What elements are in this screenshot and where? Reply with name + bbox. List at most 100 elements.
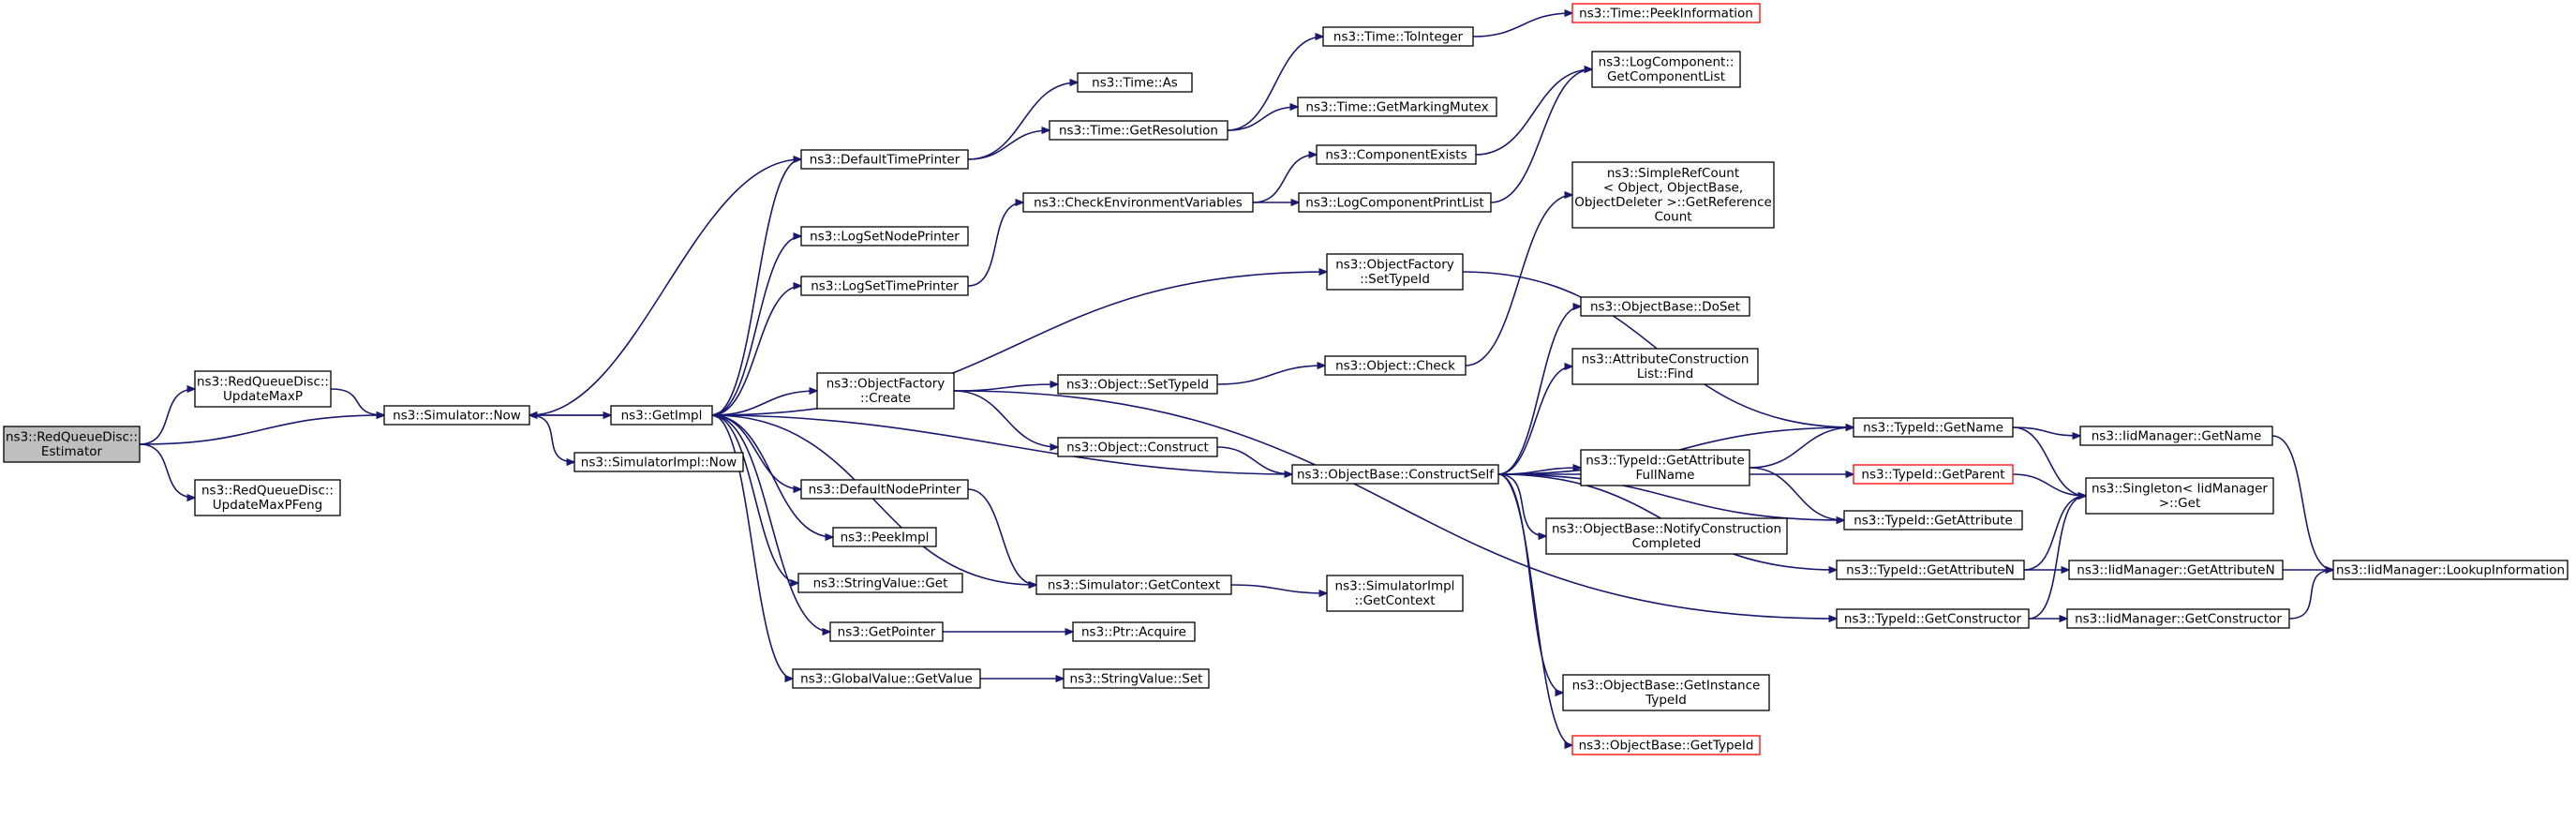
node-typeIdGetAttribute[interactable]: ns3::TypeId::GetAttribute (1843, 510, 2023, 531)
node-box (1291, 464, 1499, 485)
node-iidMgrGetConstructor[interactable]: ns3::IidManager::GetConstructor (2066, 608, 2290, 629)
call-edge-objFactoryCreate-to-objectSetTypeId (953, 384, 1058, 392)
node-label: ns3::StringValue::Get (813, 575, 948, 590)
call-edge-getImpl-to-getPointer (711, 414, 830, 632)
node-componentExists[interactable]: ns3::ComponentExists (1316, 144, 1477, 165)
node-getImpl[interactable]: ns3::GetImpl (610, 405, 713, 426)
node-timePeekInformation[interactable]: ns3::Time::PeekInformation (1571, 3, 1761, 23)
node-simGetContext[interactable]: ns3::Simulator::GetContext (1035, 575, 1232, 595)
node-box (800, 226, 969, 247)
node-objFactorySetTypeId[interactable]: ns3::ObjectFactory::SetTypeId (1326, 253, 1464, 291)
node-logSetTimePrinter[interactable]: ns3::LogSetTimePrinter (800, 276, 969, 296)
node-singletonGet[interactable]: ns3::Singleton< IidManager>::Get (2085, 477, 2274, 515)
node-box (1562, 674, 1770, 711)
node-estimator[interactable]: ns3::RedQueueDisc::Estimator (3, 426, 141, 463)
node-label: ns3::DefaultNodePrinter (809, 482, 961, 497)
node-label: ns3::LogComponentPrintList (1305, 195, 1483, 210)
node-box (1853, 417, 2014, 438)
node-typeIdGetName[interactable]: ns3::TypeId::GetName (1853, 417, 2014, 438)
call-edge-typeIdGetAttributeN-to-singletonGet (2023, 496, 2086, 571)
node-iidMgrLookupInformation[interactable]: ns3::IidManager::LookupInformation (2332, 560, 2569, 580)
call-edges (139, 13, 2333, 745)
call-edge-objectSetTypeId-to-objectCheck (1216, 366, 1325, 385)
call-edge-objectConstruct-to-objBaseConstructSelf (1216, 446, 1292, 474)
node-box (800, 276, 969, 296)
node-timeGetMarkingMutex[interactable]: ns3::Time::GetMarkingMutex (1297, 97, 1497, 117)
node-box (1571, 348, 1759, 385)
call-edge-objFactoryCreate-to-typeIdGetConstructor (953, 390, 1837, 619)
node-label: ns3::ObjectBase::GetInstance (1572, 679, 1761, 694)
node-simpleRefCount[interactable]: ns3::SimpleRefCount< Object, ObjectBase,… (1571, 161, 1775, 229)
node-iidMgrGetAttributeN[interactable]: ns3::IidManager::GetAttributeN (2068, 560, 2284, 580)
node-stringValueSet[interactable]: ns3::StringValue::Set (1063, 668, 1210, 689)
node-label: ns3::TypeId::GetAttribute (1586, 454, 1745, 469)
node-objFactoryCreate[interactable]: ns3::ObjectFactory::Create (816, 372, 955, 410)
node-logCompGetList[interactable]: ns3::LogComponent::GetComponentList (1591, 51, 1741, 88)
node-peekImpl[interactable]: ns3::PeekImpl (832, 527, 937, 547)
node-defaultTimePrinter[interactable]: ns3::DefaultTimePrinter (800, 149, 969, 170)
node-label: GetComponentList (1607, 69, 1725, 84)
node-updateMaxP[interactable]: ns3::RedQueueDisc::UpdateMaxP (194, 370, 332, 408)
node-box (573, 452, 744, 472)
call-edge-getImpl-to-simGetContext (711, 414, 1036, 585)
node-logComponentPrintList[interactable]: ns3::LogComponentPrintList (1298, 192, 1492, 213)
node-defaultNodePrinter[interactable]: ns3::DefaultNodePrinter (800, 479, 969, 500)
node-label: ns3::DefaultTimePrinter (810, 152, 960, 167)
node-simImplNow[interactable]: ns3::SimulatorImpl::Now (573, 452, 744, 472)
node-box (1591, 51, 1741, 88)
node-objBaseNotifyConstruction[interactable]: ns3::ObjectBase::NotifyConstructionCompl… (1545, 517, 1788, 555)
call-edge-typeIdGetName-to-iidMgrGetName (2012, 426, 2080, 436)
node-iidMgrGetName[interactable]: ns3::IidManager::GetName (2079, 426, 2273, 446)
node-objectCheck[interactable]: ns3::Object::Check (1324, 355, 1467, 376)
node-stringValueGet[interactable]: ns3::StringValue::Get (797, 573, 963, 593)
node-typeIdGetConstructor[interactable]: ns3::TypeId::GetConstructor (1836, 608, 2030, 629)
node-typeIdGetAttributeN[interactable]: ns3::TypeId::GetAttributeN (1836, 560, 2025, 580)
node-label: UpdateMaxP (223, 389, 303, 404)
node-box (1580, 449, 1750, 486)
node-objBaseGetTypeId[interactable]: ns3::ObjectBase::GetTypeId (1571, 735, 1761, 755)
node-updateMaxPFeng[interactable]: ns3::RedQueueDisc::UpdateMaxPFeng (194, 479, 341, 516)
node-logSetNodePrinter[interactable]: ns3::LogSetNodePrinter (800, 226, 969, 247)
node-box (1836, 560, 2025, 580)
node-label: ns3::LogSetNodePrinter (810, 229, 960, 244)
call-edge-defaultNodePrinter-to-simGetContext (967, 488, 1036, 585)
node-objectConstruct[interactable]: ns3::Object::Construct (1057, 437, 1218, 457)
call-edge-simGetContext-to-simImplGetContext (1230, 584, 1327, 593)
node-timeAs[interactable]: ns3::Time::As (1077, 72, 1193, 93)
node-label: ns3::IidManager::LookupInformation (2336, 562, 2565, 577)
node-typeIdGetParent[interactable]: ns3::TypeId::GetParent (1853, 464, 2014, 485)
node-box (194, 479, 341, 516)
node-label: ns3::SimulatorImpl (1335, 579, 1455, 594)
node-label: Estimator (41, 444, 103, 459)
call-edge-defaultTimePrinter-to-timeAs (967, 82, 1078, 160)
node-getPointer[interactable]: ns3::GetPointer (829, 621, 944, 642)
node-label: ns3::Time::PeekInformation (1579, 6, 1753, 21)
node-label: ns3::ObjectBase::NotifyConstruction (1552, 522, 1781, 537)
node-label: ns3::ObjectBase::GetTypeId (1579, 738, 1754, 753)
call-edge-typeIdGetParent-to-singletonGet (2012, 473, 2086, 496)
node-box (1843, 510, 2023, 531)
call-edge-getImpl-to-stringValueGet (711, 414, 798, 583)
call-edge-timeGetResolution-to-timeToInteger (1227, 37, 1323, 131)
node-label: UpdateMaxPFeng (213, 498, 322, 513)
node-globalValueGetValue[interactable]: ns3::GlobalValue::GetValue (792, 668, 981, 689)
node-box (1298, 192, 1492, 213)
node-simNow[interactable]: ns3::Simulator::Now (383, 405, 530, 426)
node-box (2085, 477, 2274, 515)
node-box (1049, 120, 1228, 141)
node-ptrAcquire[interactable]: ns3::Ptr::Acquire (1072, 621, 1196, 642)
node-label: ns3::IidManager::GetAttributeN (2077, 562, 2274, 577)
node-timeGetResolution[interactable]: ns3::Time::GetResolution (1049, 120, 1228, 141)
node-box (800, 479, 969, 500)
node-objectSetTypeId[interactable]: ns3::Object::SetTypeId (1057, 374, 1218, 395)
call-edge-objectCheck-to-simpleRefCount (1465, 195, 1572, 366)
node-objBaseConstructSelf[interactable]: ns3::ObjectBase::ConstructSelf (1291, 464, 1499, 485)
node-simImplGetContext[interactable]: ns3::SimulatorImpl::GetContext (1326, 575, 1464, 612)
node-timeToInteger[interactable]: ns3::Time::ToInteger (1322, 26, 1474, 47)
node-checkEnvVars[interactable]: ns3::CheckEnvironmentVariables (1022, 192, 1254, 213)
node-objBaseDoSet[interactable]: ns3::ObjectBase::DoSet (1580, 296, 1750, 317)
call-edge-typeIdGetConstructor-to-singletonGet (2028, 496, 2086, 620)
